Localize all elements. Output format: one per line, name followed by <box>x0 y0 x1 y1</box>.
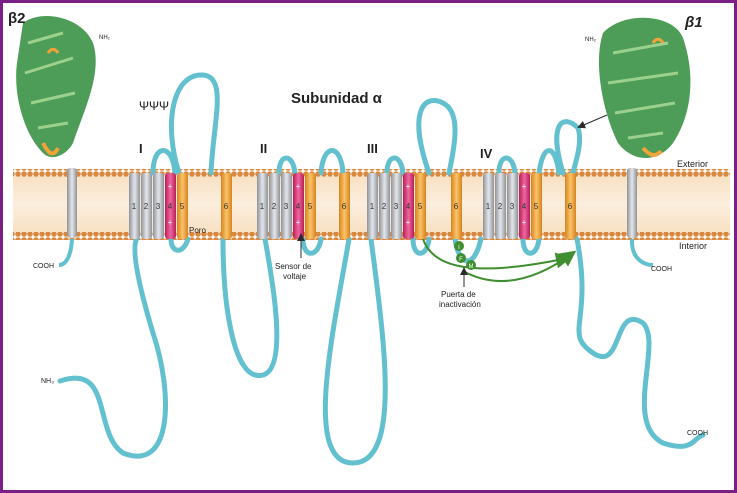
domain-i-label: I <box>139 141 143 156</box>
nh2-beta1: NH₂ <box>585 37 597 43</box>
nh3-alpha: NH₃ <box>41 378 54 385</box>
inactivation-gate: I F M <box>423 239 573 281</box>
ifm-label-m: M <box>469 264 474 270</box>
svg-text:6: 6 <box>568 202 573 211</box>
svg-text:6: 6 <box>224 202 229 211</box>
svg-text:4: 4 <box>406 202 411 211</box>
svg-text:+: + <box>168 182 173 191</box>
svg-text:2: 2 <box>498 202 503 211</box>
glycosylation-mark: ΨΨΨ <box>139 99 169 113</box>
svg-text:4: 4 <box>168 202 173 211</box>
sodium-channel-diagram: I F M 1 2 3 4 <box>3 3 734 490</box>
beta1-label: β1 <box>684 14 703 31</box>
ifm-label-f: F <box>459 257 463 263</box>
cooh-right: COOH <box>651 266 672 273</box>
cooh-alpha: COOH <box>687 430 708 437</box>
svg-text:3: 3 <box>510 202 515 211</box>
svg-text:5: 5 <box>418 202 423 211</box>
svg-text:+: + <box>406 182 411 191</box>
sensor-label-line2: voltaje <box>283 272 307 281</box>
nh2-beta2: NH₂ <box>99 35 111 41</box>
svg-text:6: 6 <box>342 202 347 211</box>
sensor-label-line1: Sensor de <box>275 262 312 271</box>
cooh-left: COOH <box>33 263 54 270</box>
svg-text:5: 5 <box>180 202 185 211</box>
svg-text:+: + <box>296 218 301 227</box>
svg-text:4: 4 <box>522 202 527 211</box>
svg-text:2: 2 <box>144 202 149 211</box>
svg-text:1: 1 <box>132 202 137 211</box>
svg-text:+: + <box>406 218 411 227</box>
svg-text:+: + <box>168 218 173 227</box>
svg-text:1: 1 <box>260 202 265 211</box>
domain-iii-label: III <box>367 141 378 156</box>
gate-label-line1: Puerta de <box>441 290 476 299</box>
exterior-label: Exterior <box>677 159 708 169</box>
svg-text:5: 5 <box>308 202 313 211</box>
alpha-subunit-title: Subunidad α <box>291 90 383 107</box>
svg-text:3: 3 <box>156 202 161 211</box>
beta1-contact-arrow <box>579 115 607 127</box>
gate-label-line2: inactivación <box>439 300 481 309</box>
domain-ii-label: II <box>260 141 267 156</box>
svg-text:+: + <box>522 182 527 191</box>
svg-text:1: 1 <box>486 202 491 211</box>
svg-text:5: 5 <box>534 202 539 211</box>
svg-text:1: 1 <box>370 202 375 211</box>
pore-label: Poro <box>189 226 206 235</box>
svg-text:2: 2 <box>272 202 277 211</box>
interior-label: Interior <box>679 241 707 251</box>
domain-iv-label: IV <box>480 146 493 161</box>
svg-text:2: 2 <box>382 202 387 211</box>
svg-text:6: 6 <box>454 202 459 211</box>
beta2-label: β2 <box>8 10 26 27</box>
svg-text:4: 4 <box>296 202 301 211</box>
svg-text:+: + <box>522 218 527 227</box>
svg-text:3: 3 <box>394 202 399 211</box>
svg-text:3: 3 <box>284 202 289 211</box>
alpha-chain <box>60 75 703 463</box>
svg-text:+: + <box>296 182 301 191</box>
